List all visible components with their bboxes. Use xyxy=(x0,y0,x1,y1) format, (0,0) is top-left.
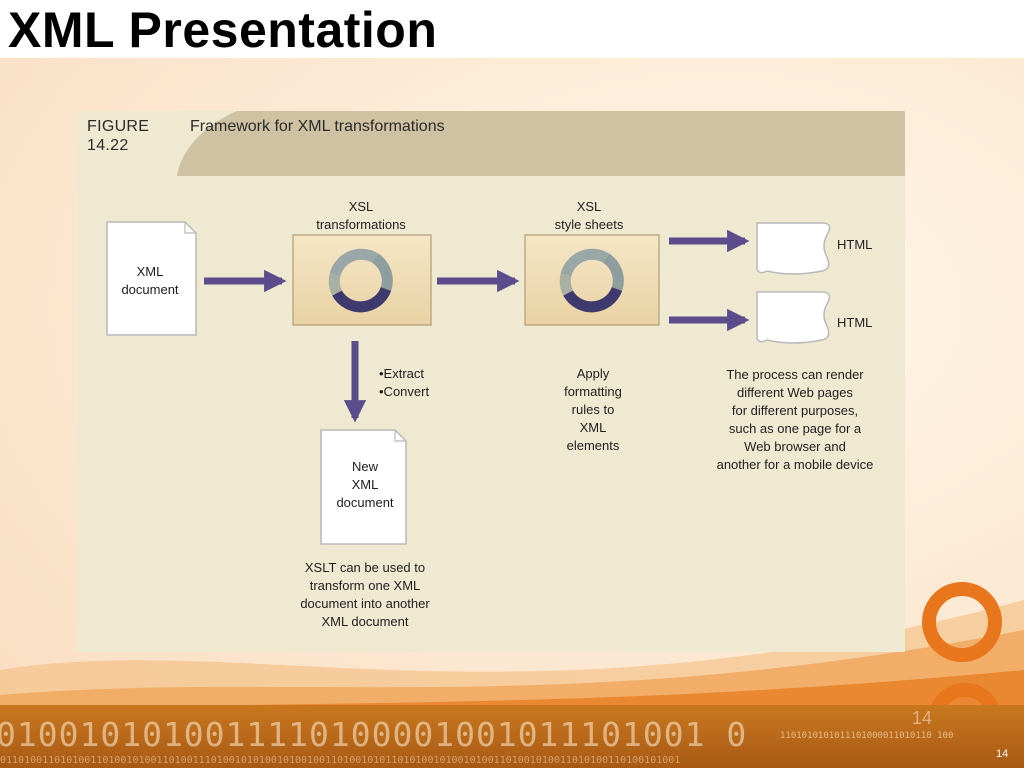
apply-caption-line-2: formatting xyxy=(564,384,622,399)
html-output-1: HTML xyxy=(756,222,872,275)
binary-strip: 0100101010011110100001001011101001 0 xyxy=(0,715,748,754)
xslt-caption: XSLT can be used to transform one XML do… xyxy=(300,560,430,629)
process-caption-line-4: such as one page for a xyxy=(729,421,862,436)
cycle-icon xyxy=(328,248,393,313)
process-caption: The process can render different Web pag… xyxy=(717,367,874,472)
process-caption-line-3: for different purposes, xyxy=(732,403,858,418)
xsl-style-sheets-label-2: style sheets xyxy=(555,217,624,232)
figure-title: Framework for XML transformations xyxy=(190,118,445,135)
cycle-icon xyxy=(559,248,624,313)
xml-document-label-1: XML xyxy=(137,264,164,279)
apply-caption-line-5: elements xyxy=(567,438,620,453)
xslt-caption-line-2: transform one XML xyxy=(310,578,421,593)
apply-caption-line-4: XML xyxy=(580,420,607,435)
apply-caption: Apply formatting rules to XML elements xyxy=(564,366,622,453)
xsl-style-sheets-label-1: XSL xyxy=(577,199,602,214)
page-number: 14 xyxy=(996,748,1009,760)
binary-band: 0100101010011110100001001011101001 0 110… xyxy=(0,705,1024,768)
xsl-transformations-label-1: XSL xyxy=(349,199,374,214)
bullet-convert: •Convert xyxy=(379,384,429,399)
slide-title: XML Presentation xyxy=(8,2,438,58)
xml-document-label-2: document xyxy=(121,282,178,297)
apply-caption-line-3: rules to xyxy=(572,402,615,417)
html-output-2-label: HTML xyxy=(837,315,872,330)
html-output-1-label: HTML xyxy=(837,237,872,252)
new-xml-label-3: document xyxy=(336,495,393,510)
xslt-caption-line-1: XSLT can be used to xyxy=(305,560,425,575)
page-number-ghost: 14 xyxy=(912,708,933,728)
apply-caption-line-1: Apply xyxy=(577,366,610,381)
new-xml-label-2: XML xyxy=(352,477,379,492)
html-output-2: HTML xyxy=(756,291,872,344)
xsl-transformations-label-2: transformations xyxy=(316,217,406,232)
new-xml-document-node: New XML document xyxy=(320,429,407,545)
binary-strip-small-right: 1101010101011101000011010110 100 xyxy=(780,731,954,741)
figure-header: FIGURE 14.22 Framework for XML transform… xyxy=(77,111,905,176)
figure-label-line1: FIGURE xyxy=(87,118,150,135)
xsl-transformations-node: XSL transformations xyxy=(292,199,432,326)
xsl-style-sheets-node: XSL style sheets xyxy=(524,199,660,326)
process-caption-line-1: The process can render xyxy=(726,367,864,382)
figure-header-shape xyxy=(77,111,237,176)
figure-label: FIGURE 14.22 xyxy=(87,117,149,155)
decorative-ring-top xyxy=(922,582,1002,662)
process-caption-line-6: another for a mobile device xyxy=(717,457,874,472)
diagram-canvas: XML document XSL transformations XSL sty… xyxy=(106,199,874,629)
new-xml-label-1: New xyxy=(352,459,379,474)
xslt-caption-line-3: document into another xyxy=(300,596,430,611)
figure-panel: FIGURE 14.22 Framework for XML transform… xyxy=(77,111,905,652)
title-bar xyxy=(0,0,1024,58)
figure-label-line2: 14.22 xyxy=(87,137,129,154)
process-caption-line-5: Web browser and xyxy=(744,439,846,454)
process-caption-line-2: different Web pages xyxy=(737,385,853,400)
xslt-caption-line-4: XML document xyxy=(322,614,409,629)
binary-strip-small: 0110100110101001101001010011010011101001… xyxy=(0,755,681,766)
bullet-extract: •Extract xyxy=(379,366,424,381)
xml-document-node: XML document xyxy=(106,221,197,336)
